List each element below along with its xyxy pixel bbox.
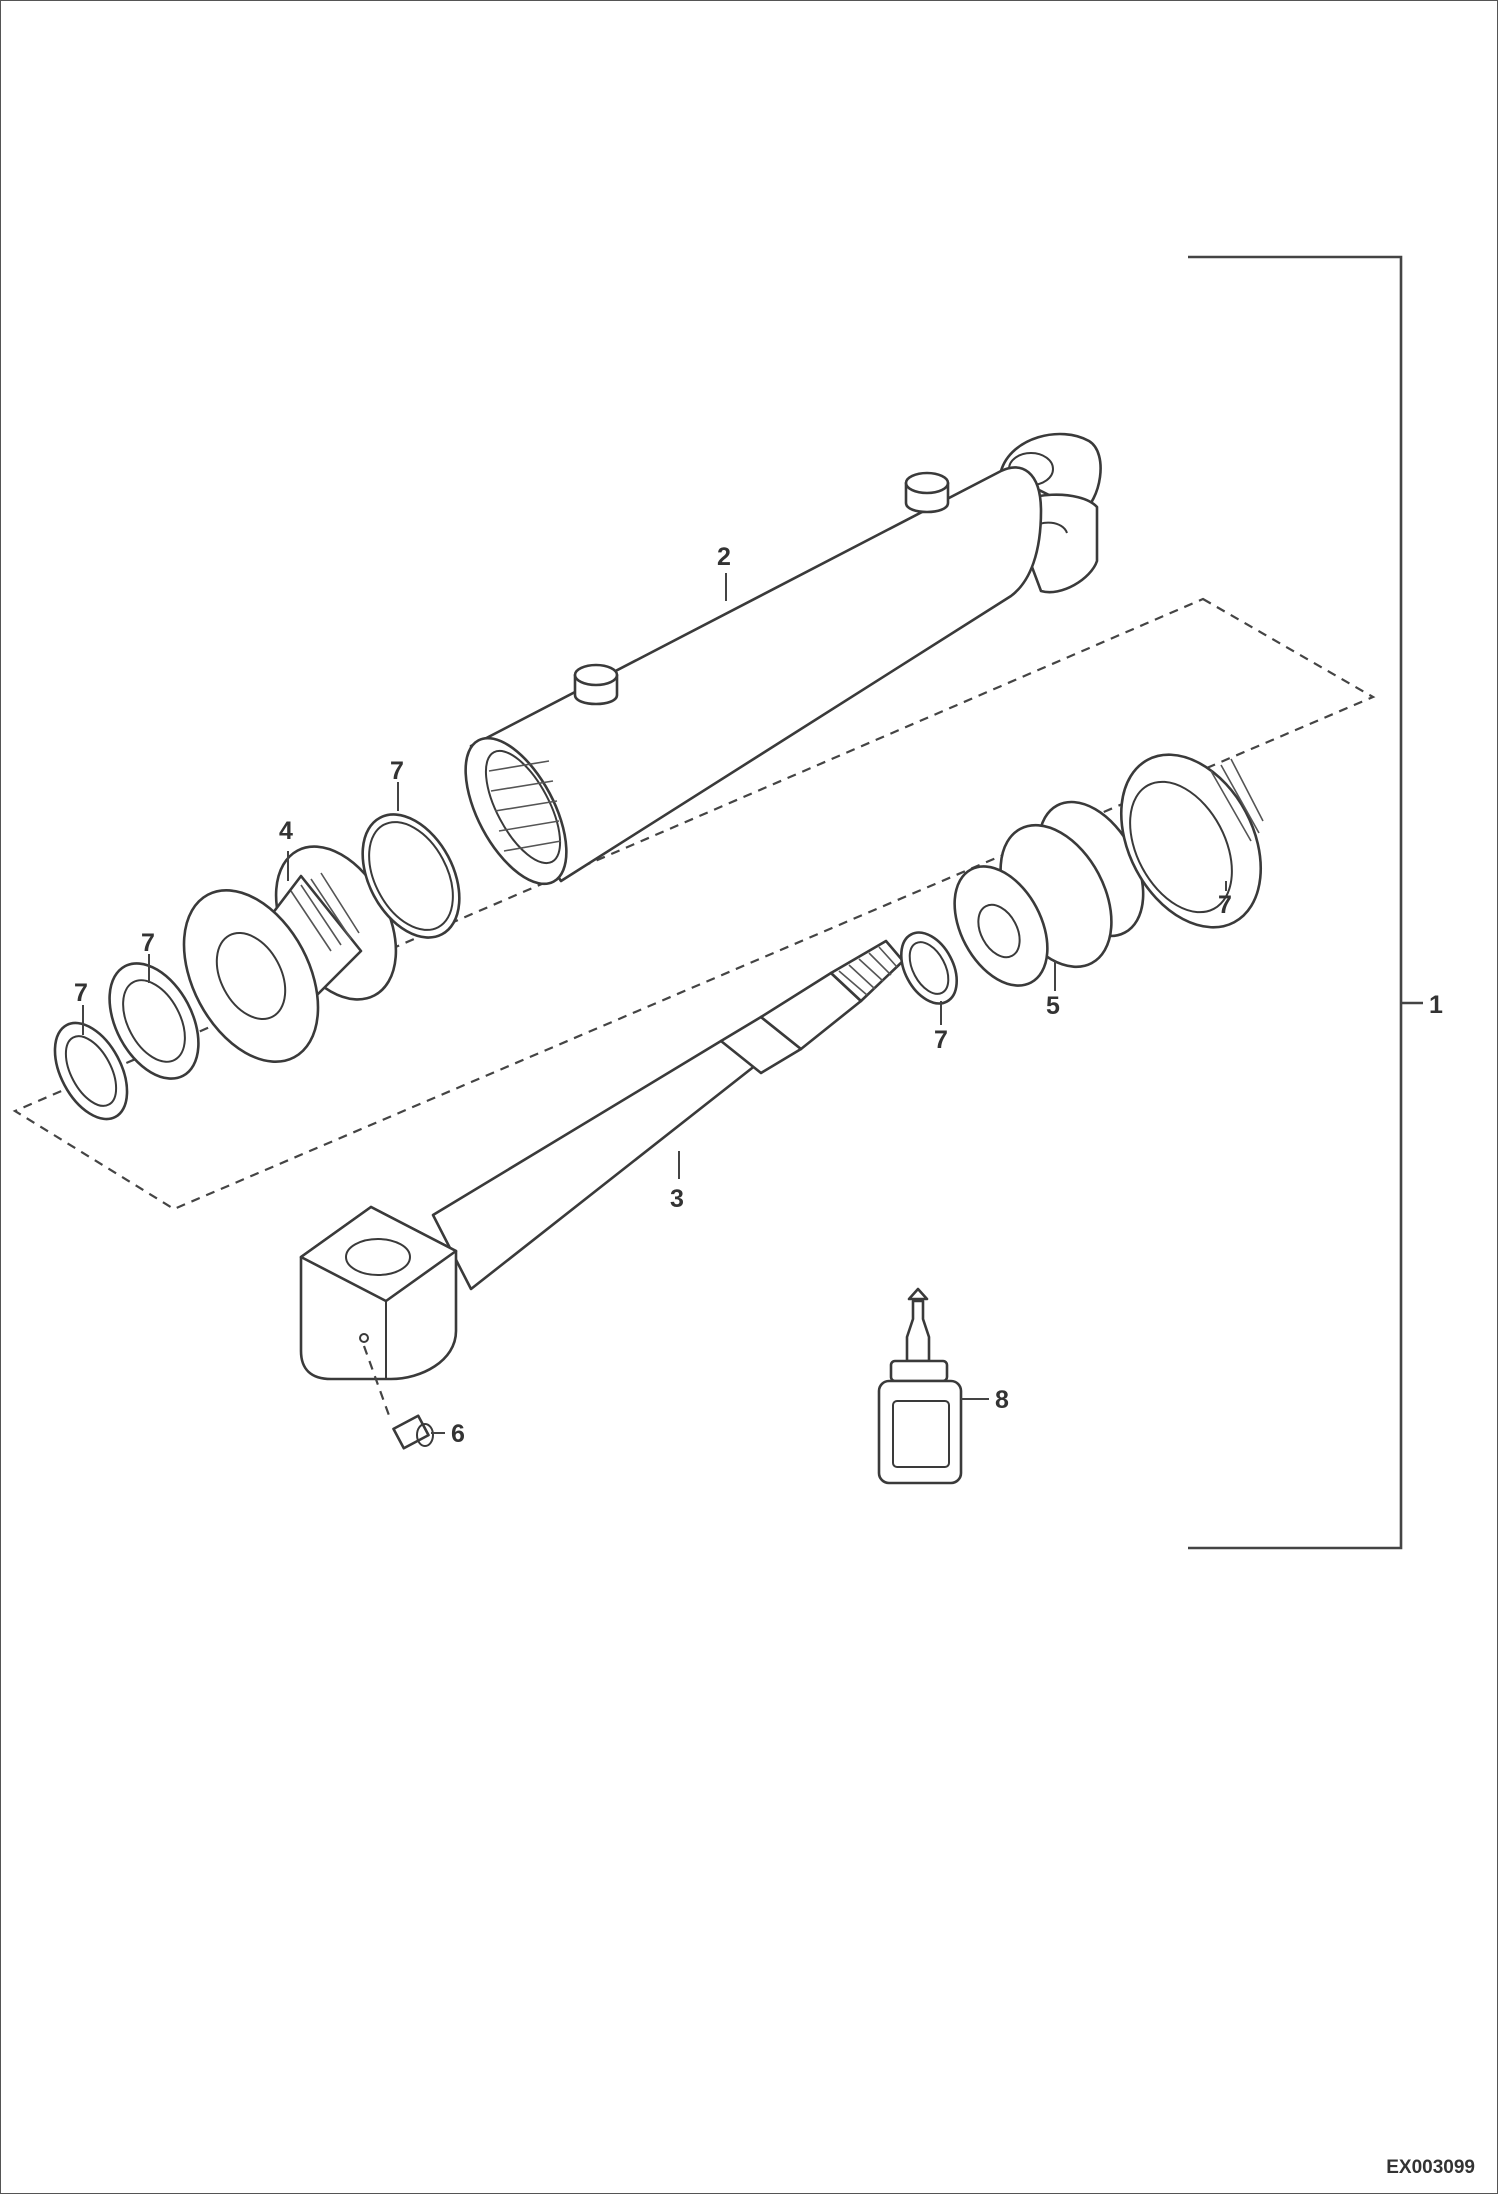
rod-part: [299, 939, 905, 1381]
figure-id-label: EX003099: [1386, 2157, 1475, 2178]
callout-6: 6: [451, 1420, 465, 1448]
callout-4: 4: [279, 817, 293, 845]
callout-7-wiper: 7: [141, 929, 155, 957]
callout-1: 1: [1429, 991, 1443, 1019]
head-seal-rings: [53, 782, 461, 1121]
callout-7-piston-oring: 7: [934, 1026, 948, 1054]
callout-7-rod-seal: 7: [74, 979, 88, 1007]
thread-compound-bottle: [877, 1287, 989, 1485]
seal-kit-boundary: [12, 597, 1376, 1211]
callout-3: 3: [670, 1185, 684, 1213]
callout-7-piston-seal: 7: [1218, 891, 1232, 919]
piston-seal-rings: [899, 753, 1264, 1025]
callout-7-head-oring: 7: [390, 757, 404, 785]
callout-5: 5: [1046, 992, 1060, 1020]
assembly-bracket: [1188, 255, 1423, 1550]
callout-8: 8: [995, 1386, 1009, 1414]
grease-fitting-part: [362, 1345, 445, 1450]
head-part: [182, 845, 398, 1063]
barrel-part: [464, 432, 1102, 886]
callout-2: 2: [717, 543, 731, 571]
